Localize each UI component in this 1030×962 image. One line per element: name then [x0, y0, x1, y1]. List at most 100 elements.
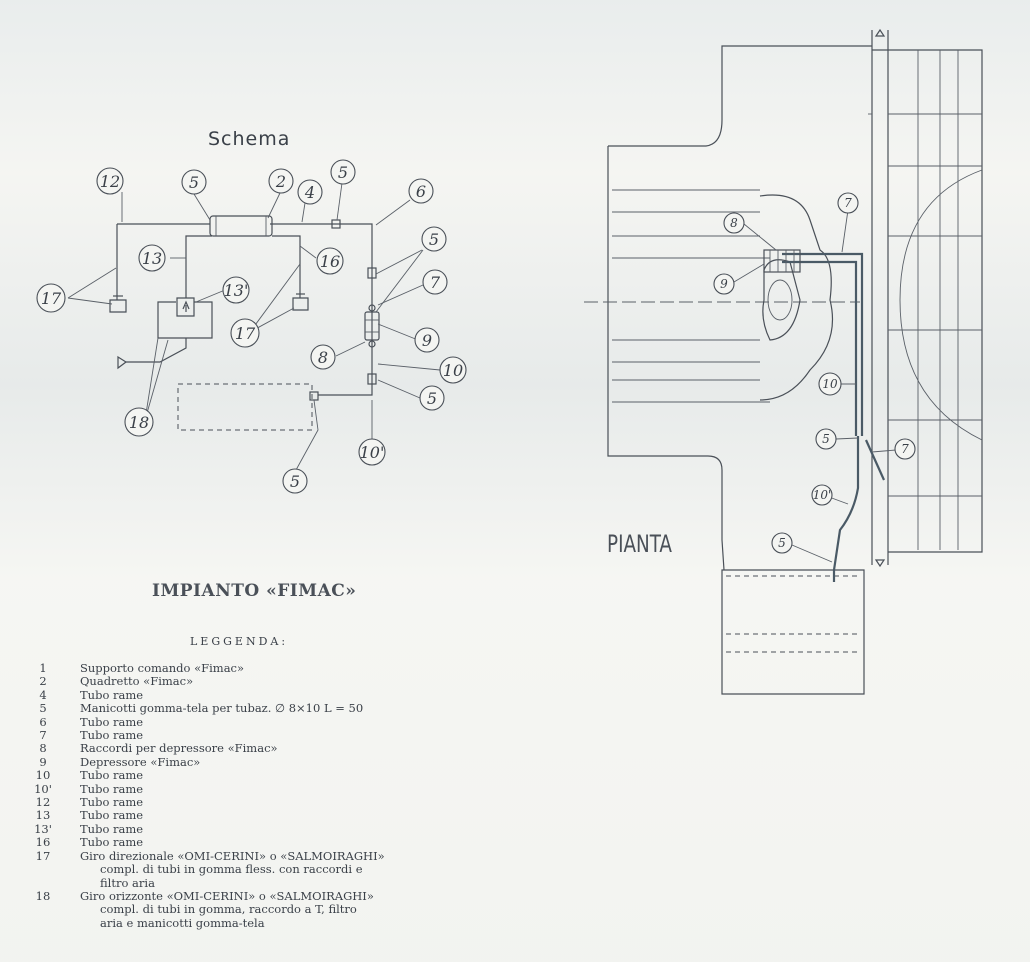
callout-9: 9 — [414, 327, 440, 353]
legend-subline: aria e manicotti gomma-tela — [100, 915, 265, 930]
legend-num: 2 — [39, 674, 47, 689]
schema-title: Schema — [208, 128, 291, 150]
legend-text: Raccordi per depressore «Fimac» — [80, 741, 278, 756]
legend-num: 4 — [39, 687, 47, 702]
pianta-callout-10p: 10' — [811, 484, 833, 506]
legend-text: Supporto comando «Fimac» — [80, 661, 245, 675]
legend-text: Tubo rame — [80, 728, 144, 743]
legend-text: Tubo rame — [80, 714, 144, 729]
legend-text: Depressore «Fimac» — [80, 754, 201, 769]
svg-text:7: 7 — [430, 273, 441, 292]
legend-text: Giro orizzonte «OMI-CERINI» o «SALMOIRAG… — [80, 888, 374, 903]
svg-text:16: 16 — [320, 252, 340, 271]
svg-text:5: 5 — [338, 163, 348, 182]
svg-text:8: 8 — [318, 348, 328, 367]
pianta-callout-9: 9 — [713, 273, 735, 295]
legend-text: Quadretto «Fimac» — [80, 674, 194, 689]
callout-5c: 5 — [421, 226, 447, 252]
callout-17b: 17 — [230, 318, 260, 348]
legend-num: 13' — [34, 821, 52, 836]
legend-num: 8 — [39, 741, 47, 756]
svg-text:5: 5 — [290, 472, 300, 491]
pianta-callout-8: 8 — [723, 212, 745, 234]
svg-text:5: 5 — [778, 536, 786, 550]
schema-diagram — [67, 182, 441, 471]
legend-num: 13 — [35, 808, 51, 823]
legend-text: Tubo rame — [80, 687, 144, 702]
legend-row: 5 Manicotti gomma-tela per tubaz. ∅ 8×10 … — [30, 701, 490, 716]
svg-text:10: 10 — [443, 361, 463, 380]
svg-text:5: 5 — [429, 230, 439, 249]
main-title: IMPIANTO «FIMAC» — [152, 581, 357, 601]
legend-num: 18 — [35, 888, 51, 903]
legend-row: 10 Tubo rame — [30, 768, 490, 783]
legend-num: 5 — [39, 701, 47, 716]
callout-2: 2 — [268, 168, 294, 194]
callout-17a: 17 — [36, 283, 66, 313]
legend-row: 2 Quadretto «Fimac» — [30, 674, 490, 689]
svg-text:2: 2 — [275, 172, 286, 191]
callout-12: 12 — [96, 167, 124, 195]
legend-num: 9 — [39, 754, 47, 769]
callout-16: 16 — [316, 247, 344, 275]
legend-num: 10' — [34, 781, 52, 796]
svg-text:17: 17 — [235, 324, 256, 343]
svg-text:10': 10' — [813, 488, 832, 502]
pianta-diagram — [584, 28, 983, 695]
svg-text:4: 4 — [304, 183, 315, 202]
callout-5d: 5 — [419, 385, 445, 411]
svg-text:5: 5 — [427, 389, 437, 408]
legend-text: Tubo rame — [80, 795, 144, 810]
legend-text: Giro direzionale «OMI-CERINI» o «SALMOIR… — [80, 848, 385, 863]
legend-num: 12 — [35, 795, 51, 810]
pianta-callout-5a: 5 — [815, 428, 837, 450]
legend-row: 18 Giro orizzonte «OMI-CERINI» o «SALMOIR… — [30, 888, 490, 903]
pianta-title: PIANTA — [607, 530, 672, 558]
legend-num: 10 — [35, 768, 51, 783]
pianta-callout-7b: 7 — [894, 438, 916, 460]
svg-text:9: 9 — [422, 331, 432, 350]
callout-5e: 5 — [282, 468, 308, 494]
pianta-callout-10: 10 — [818, 372, 842, 396]
svg-text:13': 13' — [224, 281, 249, 300]
svg-text:7: 7 — [901, 442, 909, 456]
callout-8: 8 — [310, 344, 336, 370]
legend-num: 16 — [35, 835, 51, 850]
legend-row: 13 Tubo rame — [30, 808, 490, 823]
legend-row: 8 Raccordi per depressore «Fimac» — [30, 741, 490, 756]
svg-text:5: 5 — [822, 432, 830, 446]
legend-text: Manicotti gomma-tela per tubaz. ∅ 8×10 L… — [80, 701, 364, 716]
callout-13p: 13' — [222, 276, 250, 304]
svg-text:18: 18 — [129, 413, 149, 432]
svg-text:10: 10 — [822, 377, 838, 391]
legend-text: Tubo rame — [80, 821, 144, 836]
callout-18: 18 — [124, 407, 154, 437]
svg-text:10': 10' — [360, 443, 385, 462]
svg-text:6: 6 — [416, 182, 426, 201]
legend-row: 9 Depressore «Fimac» — [30, 754, 490, 769]
legend-text: Tubo rame — [80, 808, 144, 823]
legend-row: 13' Tubo rame — [30, 821, 490, 836]
callout-6: 6 — [408, 178, 434, 204]
pianta-callout-7a: 7 — [837, 192, 859, 214]
callout-5b: 5 — [330, 159, 356, 185]
svg-text:12: 12 — [100, 172, 120, 191]
legend-text: Tubo rame — [80, 781, 144, 796]
legend-row: 10' Tubo rame — [30, 781, 490, 796]
callout-5a: 5 — [181, 169, 207, 195]
callout-13: 13 — [138, 244, 166, 272]
svg-text:13: 13 — [142, 249, 162, 268]
pianta-callout-5b: 5 — [771, 532, 793, 554]
pianta-callouts: 8 7 9 10 5 7 10' 5 — [713, 192, 916, 554]
legend-heading: LEGGENDA: — [190, 635, 289, 648]
legend-subline: filtro aria — [100, 875, 155, 890]
svg-text:7: 7 — [844, 196, 852, 210]
svg-text:8: 8 — [730, 216, 738, 230]
legend-text: Tubo rame — [80, 768, 144, 783]
